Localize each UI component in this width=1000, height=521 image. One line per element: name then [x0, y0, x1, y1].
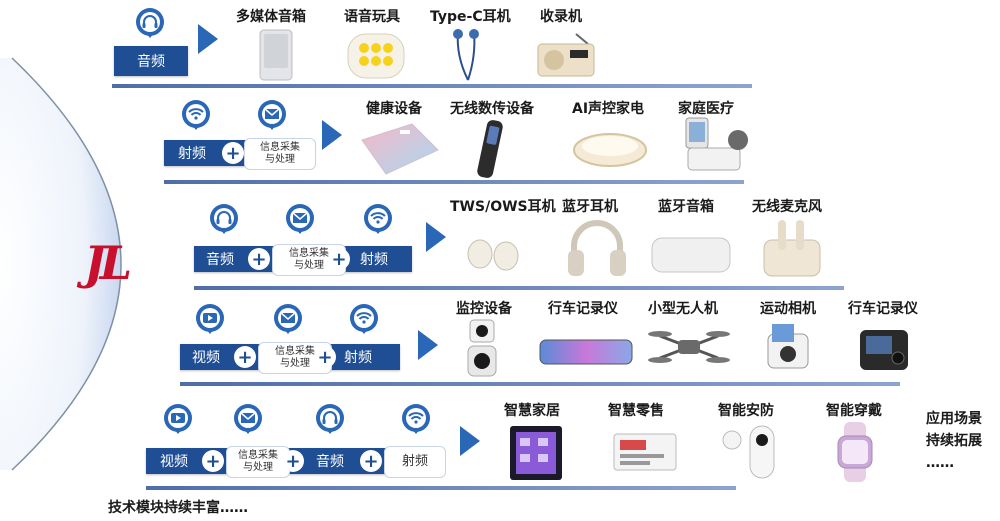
info-processing-box: 信息采集与处理: [226, 446, 290, 478]
plus-sign: +: [202, 450, 224, 472]
tech-label: 视频: [160, 454, 188, 470]
product-label: 无线麦克风: [752, 199, 822, 215]
row-1: 音频 多媒体音箱 语音玩具 Type-C耳机 收录机: [0, 0, 1000, 90]
plus-sign: +: [314, 346, 336, 368]
radio-image: [537, 33, 595, 77]
tws-earbuds-image: [467, 239, 519, 271]
home-medical-device-image: [685, 117, 748, 171]
bluetooth-headphone-image: [568, 220, 626, 276]
tech-label: 射频: [360, 252, 388, 268]
small-drone-image: [648, 331, 730, 363]
tech-bar-rf: 射频 + 信息采集与处理: [164, 138, 316, 170]
row-5: 视频 + 信息采集与处理 + 音频 + 射频 智慧家居 智慧零售 智能安防 智能…: [0, 0, 1000, 490]
smart-security-device-image: [722, 425, 775, 479]
product-label: 智能穿戴: [826, 403, 882, 419]
dashcam-image: [860, 330, 908, 370]
company-logo: JL: [83, 236, 132, 290]
plus-sign: +: [360, 450, 382, 472]
product-label: 无线数传设备: [450, 101, 534, 117]
video-icon: [196, 304, 224, 334]
product-label: 健康设备: [366, 101, 422, 117]
plus-sign: +: [282, 450, 304, 472]
product-label: 语音玩具: [344, 9, 400, 25]
dashcam-mirror-image: [539, 339, 633, 365]
tech-label: 射频: [178, 146, 206, 162]
tech-bar-audio: 音频: [114, 46, 188, 76]
mail-icon: [274, 304, 302, 334]
wifi-icon: [402, 404, 430, 434]
wifi-icon: [364, 204, 392, 234]
tech-label: 音频: [206, 252, 234, 268]
health-scale-image: [361, 123, 439, 175]
headphone-icon: [210, 204, 238, 234]
tech-label: 音频: [137, 54, 165, 70]
chevron-right-icon: [198, 24, 218, 54]
chevron-right-icon: [426, 222, 446, 252]
plus-sign: +: [248, 248, 270, 270]
product-label: 智能安防: [718, 403, 774, 419]
plus-sign: +: [234, 346, 256, 368]
product-label: 行车记录仪: [548, 301, 618, 317]
row-4: 视频 + 信息采集与处理 + 射频 监控设备 行车记录仪 小型无人机 运动相机 …: [0, 0, 1000, 386]
mail-icon: [286, 204, 314, 234]
row-2: 射频 + 信息采集与处理 健康设备 无线数传设备 AI声控家电 家庭医疗: [0, 0, 1000, 184]
type-c-earphone-image: [453, 29, 479, 81]
scene-expansion-text: 应用场景持续拓展……: [926, 411, 982, 471]
row-3: 音频 + 信息采集与处理 + 射频 TWS/OWS耳机 蓝牙耳机 蓝牙音箱 无线…: [0, 0, 1000, 290]
product-label: 智慧家居: [504, 403, 560, 419]
ai-voice-appliance-image: [573, 133, 647, 167]
product-label: 小型无人机: [648, 301, 718, 317]
plus-sign: +: [222, 142, 244, 164]
row-divider: [146, 486, 736, 490]
chevron-right-icon: [322, 120, 342, 150]
smart-watch-image: [837, 422, 873, 482]
row-divider: [112, 84, 752, 88]
bluetooth-speaker-image: [651, 237, 731, 273]
retail-price-tag-image: [613, 433, 677, 471]
wifi-icon: [182, 100, 210, 130]
product-label: 智慧零售: [608, 403, 664, 419]
smart-home-panel-image: [510, 426, 562, 480]
product-label: 行车记录仪: [848, 301, 918, 317]
product-label: 运动相机: [760, 301, 816, 317]
mail-icon: [234, 404, 262, 434]
row-divider: [180, 382, 900, 386]
headphone-icon: [136, 8, 164, 38]
tech-bar-audio-rf: 音频 + 信息采集与处理 + 射频: [194, 244, 412, 276]
tech-bar-video-audio-rf: 视频 + 信息采集与处理 + 音频 + 射频: [146, 446, 446, 478]
wireless-data-device-image: [477, 120, 503, 178]
product-label: 监控设备: [456, 301, 512, 317]
plus-sign: +: [328, 248, 350, 270]
chevron-right-icon: [418, 330, 438, 360]
multimedia-speaker-image: [259, 29, 293, 81]
product-label: AI声控家电: [572, 101, 645, 117]
product-label: 收录机: [540, 9, 582, 25]
product-label: 蓝牙耳机: [562, 199, 618, 215]
wifi-icon: [350, 304, 378, 334]
rf-label-box: 射频: [384, 446, 446, 478]
mail-icon: [258, 100, 286, 130]
row-divider: [194, 286, 844, 290]
voice-toy-image: [347, 33, 405, 79]
tech-bar-video-rf: 视频 + 信息采集与处理 + 射频: [180, 342, 400, 374]
product-label: TWS/OWS耳机: [450, 199, 556, 215]
wireless-microphone-image: [763, 220, 821, 277]
info-processing-box: 信息采集与处理: [244, 138, 316, 170]
product-label: 家庭医疗: [678, 101, 734, 117]
chevron-right-icon: [460, 426, 480, 456]
headphone-icon: [316, 404, 344, 434]
tech-label: 射频: [344, 350, 372, 366]
row-divider: [164, 180, 744, 184]
product-label: 蓝牙音箱: [658, 199, 714, 215]
action-camera-image: [767, 324, 809, 369]
surveillance-camera-image: [467, 319, 497, 377]
tech-label: 视频: [192, 350, 220, 366]
footer-caption: 技术模块持续丰富……: [108, 500, 248, 516]
product-label: 多媒体音箱: [236, 9, 306, 25]
product-label: Type-C耳机: [430, 9, 511, 25]
video-icon: [164, 404, 192, 434]
tech-label: 音频: [316, 454, 344, 470]
